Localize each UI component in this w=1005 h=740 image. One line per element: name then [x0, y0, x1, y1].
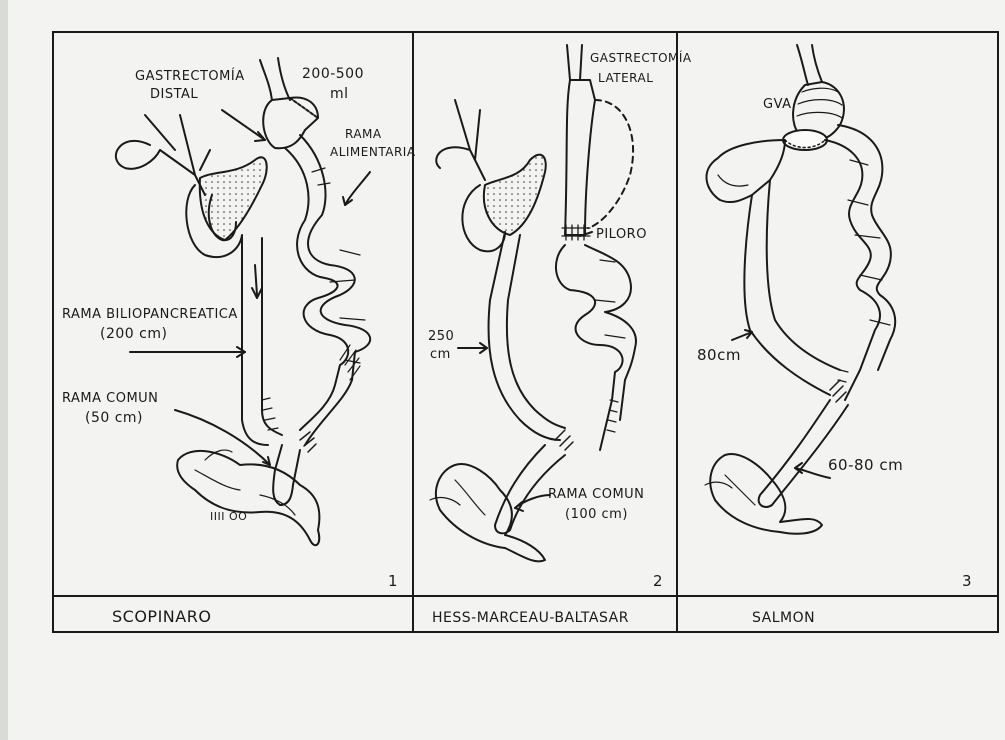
gastric-pouch-1: [263, 97, 318, 148]
resected-curvature-2: [588, 100, 633, 228]
biliopancreatic-limb-3: [744, 195, 830, 395]
duodenal-fold-3: [718, 175, 748, 186]
colon-folds-3: [705, 475, 755, 505]
label-alimentary-1a: RAMA: [345, 127, 382, 141]
gallbladder-1: [116, 141, 160, 169]
duodenal-loop-3: [706, 140, 785, 202]
bile-duct-2: [436, 100, 485, 180]
sleeve-stomach-2: [565, 80, 595, 235]
esophagus-3: [797, 45, 822, 85]
label-volume-1b: ml: [330, 86, 349, 102]
biliopancreatic-limb-1-inner: [262, 238, 282, 435]
pointer-common-2-head: [515, 502, 523, 511]
coil-detail-3: [848, 160, 890, 325]
limb-hatch-3: [838, 370, 848, 382]
footer-hess-marceau-baltasar: HESS-MARCEAU-BALTASAR: [432, 610, 629, 626]
label-procedure-2b: LATERAL: [598, 71, 653, 85]
esophagus-1: [260, 58, 290, 100]
stomach-band-3: [797, 88, 842, 118]
label-procedure-1a: GASTRECTOMÍA: [135, 68, 245, 84]
panel-scopinaro: IIII OO: [116, 58, 370, 545]
label-common-2a: RAMA COMUN: [548, 487, 644, 502]
footer-salmon: SALMON: [752, 610, 815, 626]
label-common-1b: (50 cm): [85, 410, 143, 426]
colon-folds-2: [430, 480, 485, 515]
alimentary-limb-3-outer: [838, 125, 895, 370]
staple-line-1: [290, 98, 318, 118]
panel-hess-marceau-baltasar: [430, 45, 636, 561]
label-pylorus-2: PILORO: [596, 227, 647, 242]
anastomosis-hatch-3: [830, 380, 846, 402]
label-length-2b: cm: [430, 347, 451, 362]
colon-label-1: IIII OO: [210, 510, 247, 523]
esophagus-2: [567, 45, 582, 80]
panel-number-3: 3: [962, 572, 972, 590]
limb-hatch-1: [262, 398, 278, 430]
label-alimentary-1b: ALIMENTARIA: [330, 145, 416, 159]
label-gva-3: GVA: [763, 97, 792, 112]
label-common-1a: RAMA COMUN: [62, 391, 158, 406]
colon-3: [710, 454, 822, 534]
label-common-3: 60-80 cm: [828, 456, 903, 474]
coil-detail-2: [595, 260, 625, 338]
panel-number-1: 1: [388, 572, 398, 590]
panel-number-2: 2: [653, 572, 663, 590]
label-procedure-1b: DISTAL: [150, 87, 198, 102]
footer-scopinaro: SCOPINARO: [112, 607, 211, 626]
label-volume-1a: 200-500: [302, 66, 364, 82]
colon-2: [436, 464, 545, 561]
label-length-2a: 250: [428, 329, 454, 344]
colon-1: [177, 451, 319, 545]
common-channel-3: [759, 400, 848, 507]
alimentary-limb-2-outer: [585, 245, 636, 420]
pointer-common-3: [795, 468, 830, 478]
pointer-common-1: [175, 410, 270, 465]
label-procedure-2a: GASTRECTOMÍA: [590, 50, 692, 65]
alimentary-limb-2: [556, 245, 623, 450]
label-common-2b: (100 cm): [565, 507, 628, 522]
anastomosis-hatch-1b: [300, 432, 316, 452]
label-length-3: 80cm: [697, 346, 741, 364]
label-biliopancreatic-1a: RAMA BILIOPANCREATICA: [62, 307, 238, 322]
alimentary-limb-1-inner: [285, 148, 348, 430]
flow-arrow-1: [255, 265, 257, 295]
label-biliopancreatic-1b: (200 cm): [100, 326, 167, 342]
pointer-alimentary-1: [345, 172, 370, 205]
pointer-procedure-1: [222, 110, 265, 140]
biliopancreatic-limb-2: [489, 232, 560, 440]
pancreas-2: [484, 155, 546, 235]
biliopancreatic-limb-3-inner: [767, 180, 840, 370]
alimentary-limb-3: [825, 140, 880, 400]
